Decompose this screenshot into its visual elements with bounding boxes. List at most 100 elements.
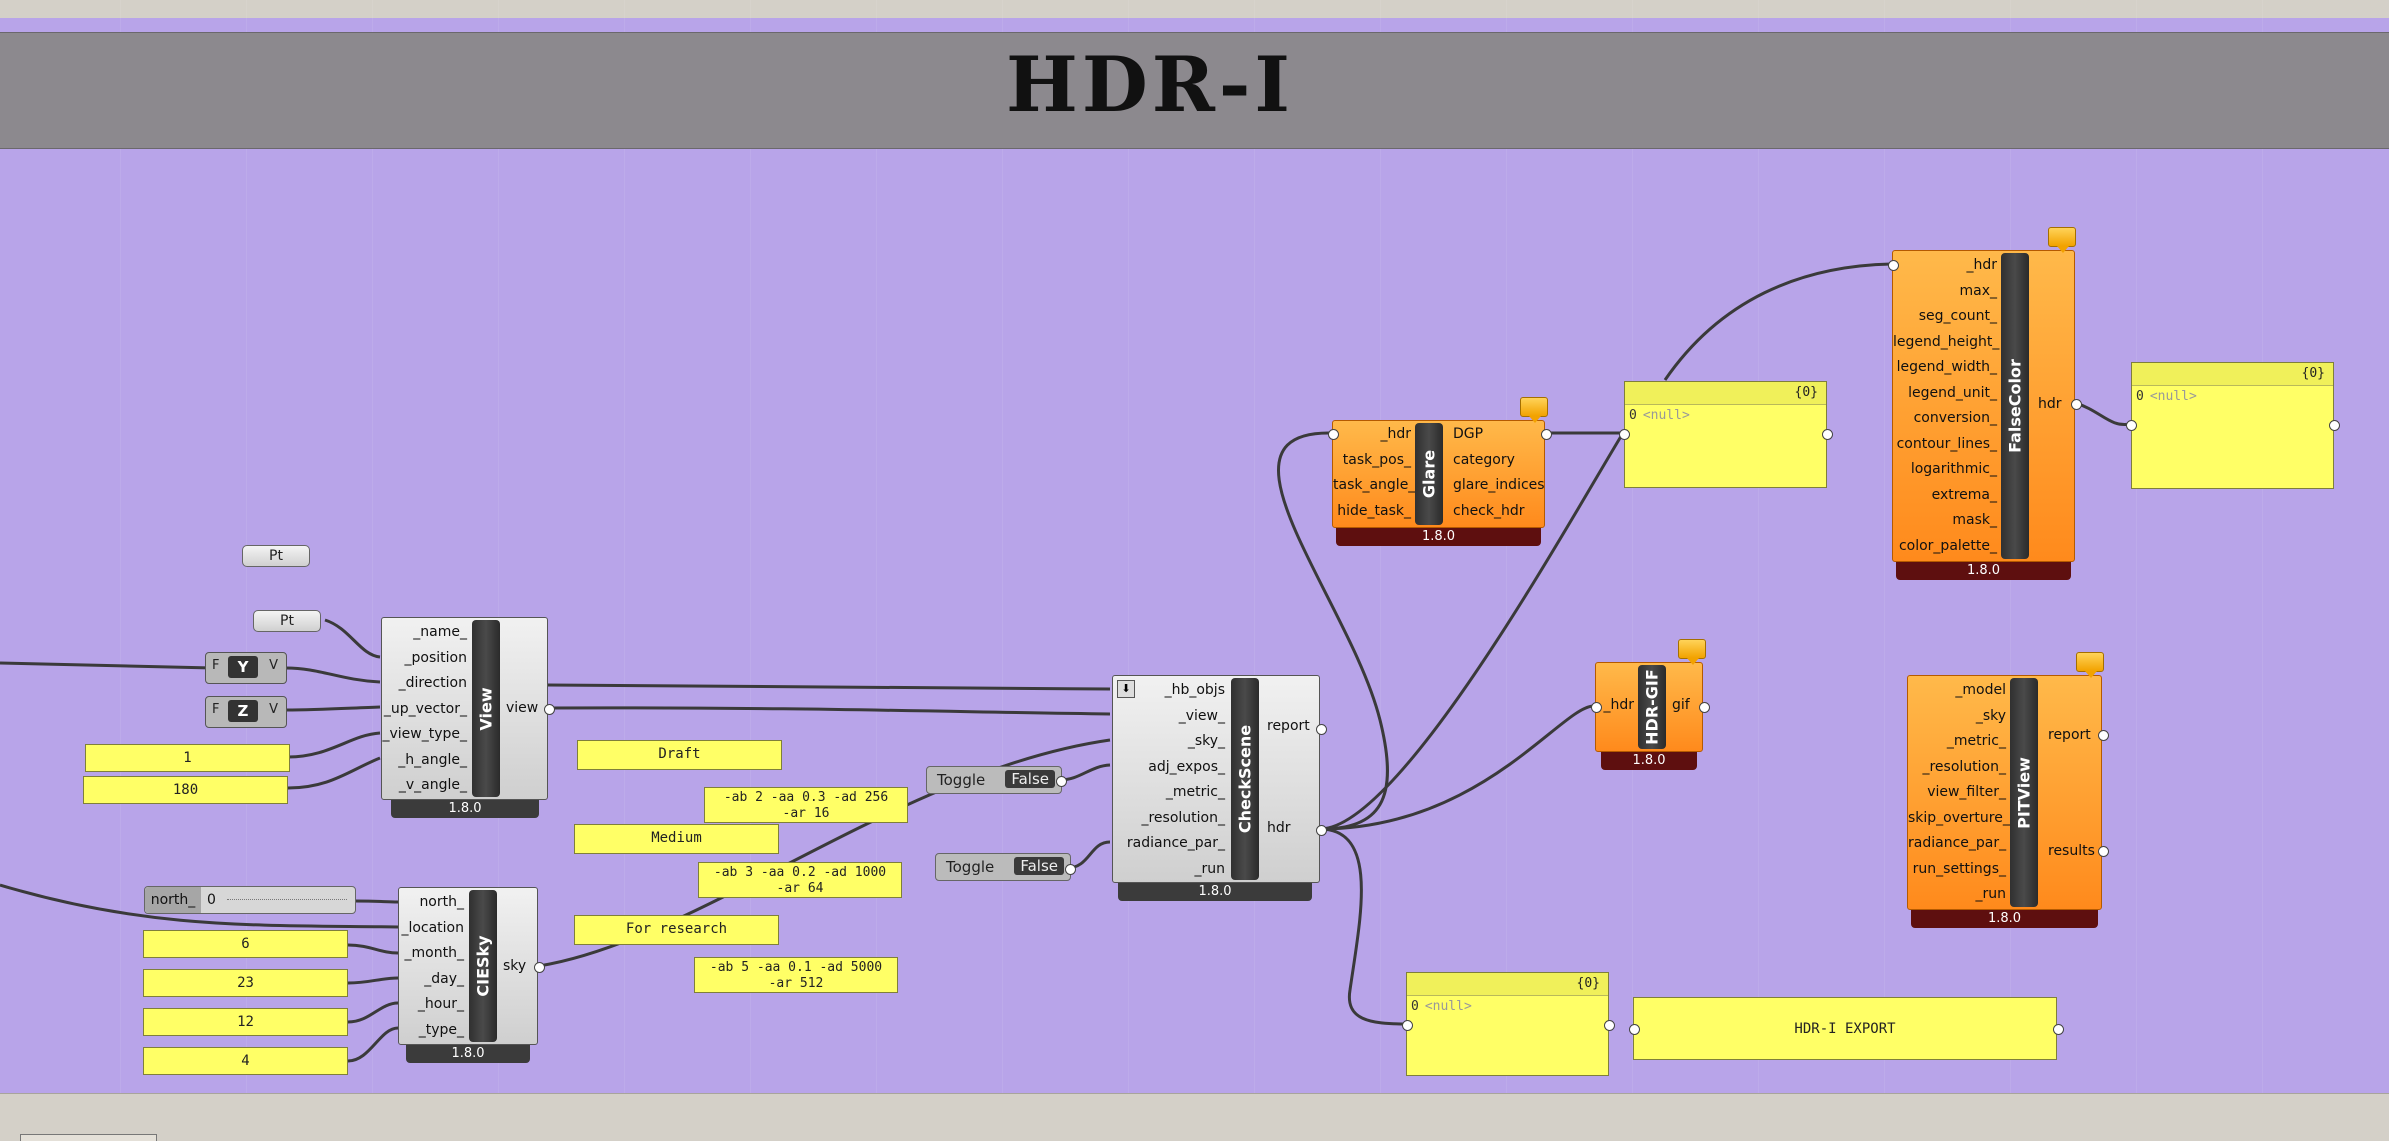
port-dot[interactable] <box>1699 702 1710 713</box>
update-flag-icon[interactable] <box>2048 227 2076 253</box>
input-port[interactable]: _resolution_ <box>1922 758 2006 775</box>
pitview-component[interactable]: _model _sky _metric_ _resolution_ view_f… <box>1907 675 2102 910</box>
unit-y-vector[interactable]: F Y V <box>205 652 287 684</box>
input-port[interactable]: _type_ <box>418 1021 464 1038</box>
port-dot[interactable] <box>1541 429 1552 440</box>
output-port[interactable]: hdr <box>1267 819 1291 836</box>
input-port[interactable]: contour_lines_ <box>1896 435 1997 452</box>
north-slider[interactable]: north_ 0 <box>144 886 356 914</box>
port-dot[interactable] <box>1822 429 1833 440</box>
input-port[interactable]: _resolution_ <box>1141 809 1225 826</box>
research-label-panel[interactable]: For research <box>574 915 779 945</box>
toggle-run[interactable]: Toggle False <box>935 853 1071 881</box>
port-dot[interactable] <box>1056 776 1067 787</box>
port-dot[interactable] <box>544 704 555 715</box>
input-port[interactable]: _h_angle_ <box>398 751 467 768</box>
input-port[interactable]: run_settings_ <box>1912 860 2006 877</box>
update-flag-icon[interactable] <box>1678 639 1706 665</box>
port-dot[interactable] <box>2071 399 2082 410</box>
input-port[interactable]: task_pos_ <box>1342 451 1411 468</box>
port-dot[interactable] <box>1065 864 1076 875</box>
input-port[interactable]: _hour_ <box>417 996 464 1012</box>
v-angle-panel[interactable]: 180 <box>83 776 288 804</box>
output-port[interactable]: report <box>1267 718 1310 734</box>
input-port[interactable]: _view_ <box>1178 707 1225 724</box>
port-dot[interactable] <box>1604 1020 1615 1031</box>
input-port[interactable]: view_filter_ <box>1927 784 2006 800</box>
input-port[interactable]: max_ <box>1959 282 1997 299</box>
input-port[interactable]: legend_width_ <box>1896 359 1997 375</box>
port-dot[interactable] <box>1328 429 1339 440</box>
update-flag-icon[interactable] <box>1520 397 1548 423</box>
input-port[interactable]: hide_task_ <box>1337 502 1411 519</box>
hdrgif-component[interactable]: _hdr HDR-GIF gif <box>1595 662 1703 752</box>
draft-label-panel[interactable]: Draft <box>577 740 782 770</box>
input-port[interactable]: task_angle_ <box>1333 477 1416 493</box>
input-port[interactable]: _up_vector_ <box>383 700 467 717</box>
day-panel[interactable]: 23 <box>143 969 348 997</box>
port-dot[interactable] <box>2098 846 2109 857</box>
output-port[interactable]: category <box>1453 451 1515 468</box>
input-port[interactable]: extrema_ <box>1931 486 1997 503</box>
research-params-panel[interactable]: -ab 5 -aa 0.1 -ad 5000 -ar 512 <box>694 957 898 993</box>
output-port[interactable]: gif <box>1672 697 1690 713</box>
input-port[interactable]: _sky <box>1975 707 2006 724</box>
toggle-adjust-exposure[interactable]: Toggle False <box>926 766 1062 794</box>
input-port[interactable]: radiance_par_ <box>1908 835 2007 851</box>
bottom-tab[interactable] <box>20 1134 157 1141</box>
input-port[interactable]: adj_expos_ <box>1148 758 1225 775</box>
port-dot[interactable] <box>1402 1020 1413 1031</box>
input-port[interactable]: _month_ <box>404 945 464 961</box>
input-port[interactable]: _v_angle_ <box>398 777 467 793</box>
input-port[interactable]: _model <box>1955 682 2006 698</box>
port-dot[interactable] <box>534 962 545 973</box>
falsecolor-component[interactable]: _hdr max_ seg_count_ legend_height_ lege… <box>1892 250 2075 562</box>
output-port[interactable]: DGP <box>1453 426 1484 442</box>
expand-toggle-icon[interactable]: ⬇ <box>1117 680 1135 698</box>
output-port[interactable]: view <box>506 700 539 716</box>
output-port[interactable]: report <box>2048 727 2091 743</box>
input-port[interactable]: _name_ <box>413 624 467 640</box>
medium-params-panel[interactable]: -ab 3 -aa 0.2 -ad 1000 -ar 64 <box>698 862 902 898</box>
input-port[interactable]: _hdr <box>1966 257 1997 273</box>
port-dot[interactable] <box>1316 825 1327 836</box>
port-dot[interactable] <box>1591 702 1602 713</box>
input-port[interactable]: north_ <box>419 894 464 910</box>
input-port[interactable]: mask_ <box>1952 512 1997 528</box>
input-port[interactable]: color_palette_ <box>1898 537 1997 554</box>
input-port[interactable]: skip_overture_ <box>1908 809 2010 826</box>
point-param[interactable]: Pt <box>242 545 310 567</box>
toggle-value[interactable]: False <box>1014 857 1064 875</box>
input-port[interactable]: seg_count_ <box>1918 308 1997 324</box>
port-dot[interactable] <box>1316 724 1327 735</box>
input-port[interactable]: _hb_objs <box>1164 682 1225 698</box>
unit-z-vector[interactable]: F Z V <box>205 696 287 728</box>
input-port[interactable]: _metric_ <box>1165 784 1225 800</box>
input-port[interactable]: logarithmic_ <box>1910 461 1997 477</box>
port-dot[interactable] <box>2329 420 2340 431</box>
output-port[interactable]: hdr <box>2038 396 2062 412</box>
sky-type-panel[interactable]: 4 <box>143 1047 348 1075</box>
hour-panel[interactable]: 12 <box>143 1008 348 1036</box>
input-port[interactable]: _position <box>404 649 467 666</box>
month-panel[interactable]: 6 <box>143 930 348 958</box>
output-port[interactable]: results <box>2048 842 2095 859</box>
glare-output-panel[interactable]: {0} 0<null> <box>1624 381 1827 488</box>
input-port[interactable]: _metric_ <box>1946 733 2006 749</box>
port-dot[interactable] <box>1619 429 1630 440</box>
ciesky-component[interactable]: north_ _location _month_ _day_ _hour_ _t… <box>398 887 538 1045</box>
view-component[interactable]: _name_ _position _direction _up_vector_ … <box>381 617 548 800</box>
medium-label-panel[interactable]: Medium <box>574 824 779 854</box>
point-param[interactable]: Pt <box>253 610 321 632</box>
export-output-panel[interactable]: {0} 0<null> <box>1406 972 1609 1076</box>
input-port[interactable]: _hdr <box>1603 697 1634 713</box>
draft-params-panel[interactable]: -ab 2 -aa 0.3 -ad 256 -ar 16 <box>704 787 908 823</box>
port-dot[interactable] <box>2053 1024 2064 1035</box>
input-port[interactable]: _direction <box>398 675 467 691</box>
checkscene-component[interactable]: ⬇ _hb_objs _view_ _sky_ adj_expos_ _metr… <box>1112 675 1320 883</box>
toggle-value[interactable]: False <box>1005 770 1055 788</box>
glare-component[interactable]: _hdr task_pos_ task_angle_ hide_task_ Gl… <box>1332 420 1545 528</box>
export-label-panel[interactable]: HDR-I EXPORT <box>1633 997 2057 1060</box>
update-flag-icon[interactable] <box>2076 652 2104 678</box>
